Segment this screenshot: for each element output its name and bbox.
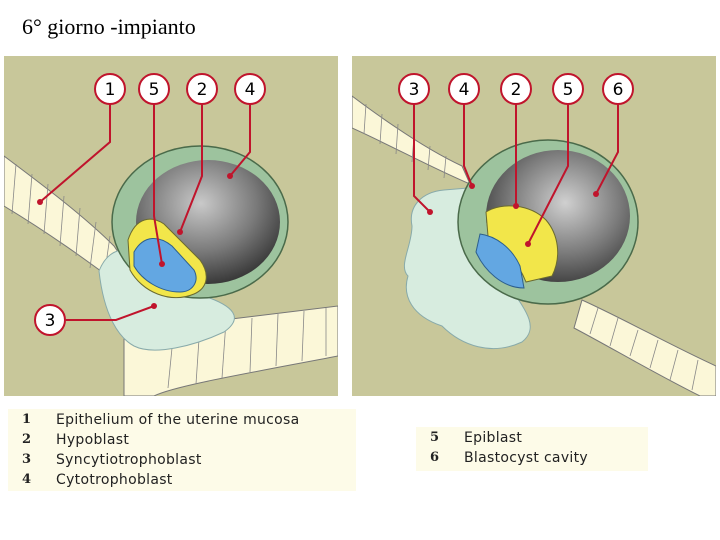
legend-number: 5 — [416, 428, 464, 448]
callout-label: 2 — [197, 80, 208, 100]
legend-text: Hypoblast — [56, 430, 356, 450]
callout-5: 5 — [553, 74, 583, 104]
right-diagram: 3 4 2 5 6 — [352, 56, 716, 396]
callout-label: 4 — [245, 80, 256, 100]
callout-label: 3 — [409, 80, 420, 100]
callout-4: 4 — [449, 74, 479, 104]
callout-6: 6 — [603, 74, 633, 104]
legend-text: Syncytiotrophoblast — [56, 450, 356, 470]
callout-1: 1 — [95, 74, 125, 104]
callout-2: 2 — [501, 74, 531, 104]
callout-label: 1 — [105, 80, 116, 100]
callout-2: 2 — [187, 74, 217, 104]
legend-number: 1 — [8, 410, 56, 430]
legend-number: 6 — [416, 448, 464, 468]
legend-text: Cytotrophoblast — [56, 470, 356, 490]
callout-label: 5 — [563, 80, 574, 100]
callout-3: 3 — [35, 305, 65, 335]
legend-text: Blastocyst cavity — [464, 448, 648, 468]
legend-number: 4 — [8, 470, 56, 490]
legend-row: 4 Cytotrophoblast — [8, 470, 356, 490]
legend-text: Epiblast — [464, 428, 648, 448]
callout-label: 3 — [45, 311, 56, 331]
legend-left: 1 Epithelium of the uterine mucosa 2 Hyp… — [8, 409, 356, 491]
callout-5: 5 — [139, 74, 169, 104]
legend-row: 1 Epithelium of the uterine mucosa — [8, 410, 356, 430]
callout-3: 3 — [399, 74, 429, 104]
legend-row: 2 Hypoblast — [8, 430, 356, 450]
callout-4: 4 — [235, 74, 265, 104]
legend-row: 5 Epiblast — [416, 428, 648, 448]
callout-label: 2 — [511, 80, 522, 100]
callout-label: 4 — [459, 80, 470, 100]
legend-number: 2 — [8, 430, 56, 450]
legend-text: Epithelium of the uterine mucosa — [56, 410, 356, 430]
callout-label: 5 — [149, 80, 160, 100]
legend-row: 6 Blastocyst cavity — [416, 448, 648, 468]
page-title: 6° giorno -impianto — [22, 14, 196, 40]
callout-label: 6 — [613, 80, 624, 100]
legend-row: 3 Syncytiotrophoblast — [8, 450, 356, 470]
left-diagram: 1 5 2 4 3 — [4, 56, 338, 396]
legend-right: 5 Epiblast 6 Blastocyst cavity — [416, 427, 648, 471]
legend-number: 3 — [8, 450, 56, 470]
